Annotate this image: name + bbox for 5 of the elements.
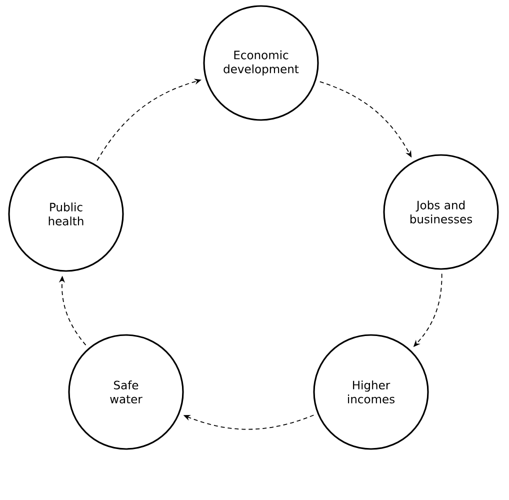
circle-node: Higher incomes: [313, 334, 429, 450]
circle-node: Jobs and businesses: [383, 154, 499, 270]
circle-node: Public health: [8, 156, 124, 272]
circle-node: Economic development: [203, 5, 319, 121]
circle-node: Safe water: [68, 334, 184, 450]
